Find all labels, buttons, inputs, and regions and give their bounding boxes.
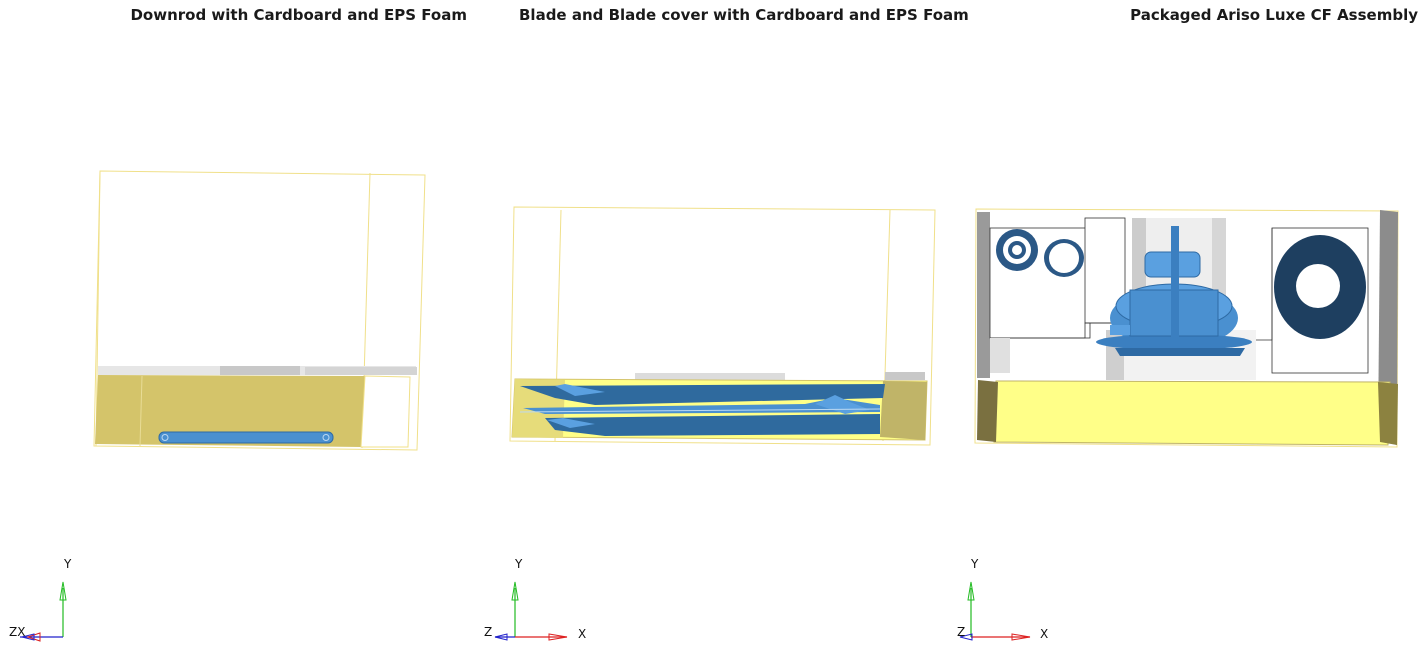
model-scene[interactable]: Y ZX <box>0 0 475 656</box>
viewport-title: Packaged Ariso Luxe CF Assembly <box>1130 6 1418 24</box>
model-scene[interactable]: Y X Z <box>950 0 1424 656</box>
downrod-part <box>158 431 334 444</box>
axis-triad: Y X Z <box>484 557 586 641</box>
axis-y-label: Y <box>514 557 523 571</box>
model-scene[interactable]: Y X Z <box>475 0 950 656</box>
viewport-title: Blade and Blade cover with Cardboard and… <box>519 6 969 24</box>
viewport-assembly[interactable]: Packaged Ariso Luxe CF Assembly <box>950 0 1424 656</box>
axis-z-label: Z <box>957 625 965 639</box>
viewport-blade[interactable]: Blade and Blade cover with Cardboard and… <box>475 0 969 656</box>
axis-z-label: ZX <box>9 625 25 639</box>
eps-foam-base <box>977 380 1398 446</box>
fan-motor-assembly <box>1096 226 1252 356</box>
axis-y-label: Y <box>63 557 72 571</box>
axis-x-label: X <box>578 627 586 641</box>
foam-top-strip <box>98 366 417 375</box>
blade-part <box>519 384 885 436</box>
viewport-title: Downrod with Cardboard and EPS Foam <box>130 6 467 24</box>
axis-triad: Y X Z <box>957 557 1048 641</box>
canopy-rings <box>996 229 1084 277</box>
eps-foam-block <box>95 375 411 448</box>
axis-triad: Y ZX <box>9 557 72 642</box>
axis-x-label: X <box>1040 627 1048 641</box>
viewport-downrod[interactable]: Downrod with Cardboard and EPS Foam <box>0 0 475 656</box>
foam-top-strip <box>635 372 925 380</box>
blade-cover-disc <box>1274 235 1366 339</box>
axis-z-label: Z <box>484 625 492 639</box>
axis-y-label: Y <box>970 557 979 571</box>
